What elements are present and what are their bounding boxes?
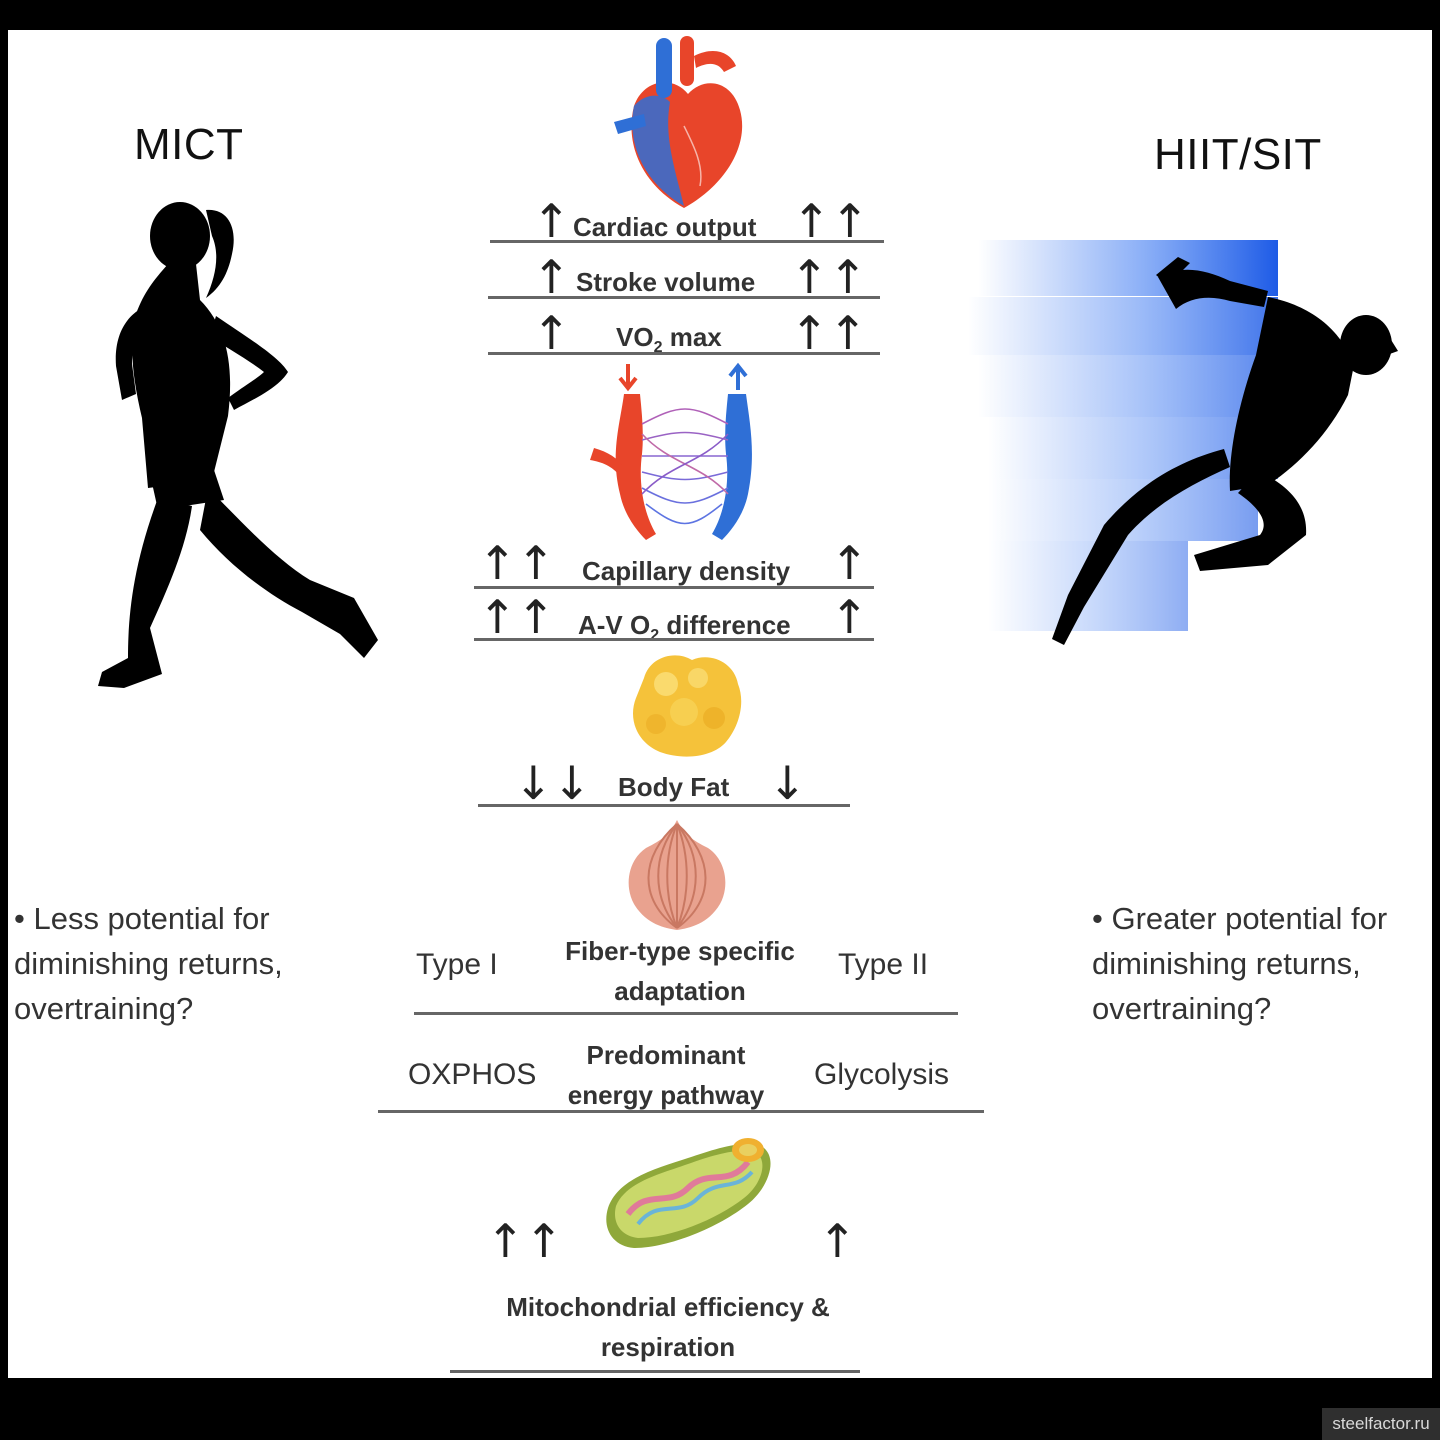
mito-label-line2: respiration [600,1332,736,1362]
hiit-sit-title: HIIT/SIT [1154,130,1322,179]
hiit-note-line2: diminishing returns, [1092,946,1361,981]
row-divider [414,1012,958,1015]
vo2max-label-text: VO [616,322,654,352]
av-o2-left-arrows: ↑↑ [478,590,556,644]
body-fat-right-arrows: ↓ [768,756,807,810]
mict-note-line3: overtraining? [14,991,194,1026]
av-o2-label: A-V O2 difference [578,610,791,645]
mito-right-arrows: ↑ [818,1214,857,1268]
hiit-note: • Greater potential for diminishing retu… [1092,896,1387,1031]
av-o2-label-text: A-V O [578,610,651,640]
body-fat-left-arrows: ↓↓ [514,756,592,810]
av-o2-label-suffix: difference [659,610,791,640]
figure-panel: MICT HIIT/SIT [8,30,1432,1378]
row-divider [488,352,880,355]
type-ii-label: Type II [838,948,929,981]
av-o2-right-arrows: ↑ [830,590,869,644]
capillary-density-right-arrows: ↑ [830,536,869,590]
row-divider [478,804,850,807]
vo2max-label-subscript: 2 [653,339,663,357]
capillary-density-label: Capillary density [582,556,791,586]
stroke-volume-left-arrows: ↑ [532,250,571,304]
stroke-volume-label: Stroke volume [576,267,756,297]
body-fat-label: Body Fat [618,772,730,802]
vo2max-left-arrows: ↑ [532,306,571,360]
mict-note-line1: • Less potential for [14,901,270,936]
hiit-note-line1: • Greater potential for [1092,901,1388,936]
cardiac-output-left-arrows: ↑ [532,194,571,248]
row-divider [378,1110,984,1113]
row-divider [450,1370,860,1373]
row-divider [474,638,874,641]
fiber-type-label-line2: adaptation [614,976,746,1006]
sprinter-icon [968,240,1398,645]
av-o2-label-subscript: 2 [650,627,660,645]
fiber-type-label-line1: Fiber-type specific [565,936,795,966]
cardiac-output-label: Cardiac output [573,212,757,242]
fat-tissue-icon [633,655,742,757]
energy-pathway-label-line1: Predominant [586,1040,746,1070]
capillary-bed-icon [590,362,752,540]
stroke-volume-right-arrows: ↑↑ [790,250,868,304]
vo2max-label-suffix: max [662,322,722,352]
hiit-note-line3: overtraining? [1092,991,1272,1026]
capillary-density-left-arrows: ↑↑ [478,536,556,590]
mito-label-line1: Mitochondrial efficiency & [506,1292,830,1322]
vo2max-label: VO2 max [616,322,722,357]
heart-icon [614,36,743,208]
female-runner-icon [98,202,378,688]
cardiac-output-right-arrows: ↑↑ [792,194,870,248]
oxphos-label: OXPHOS [408,1058,537,1091]
watermark: steelfactor.ru [1322,1408,1440,1440]
row-divider [490,240,884,243]
mitochondrion-icon [606,1138,771,1248]
mict-note-line2: diminishing returns, [14,946,283,981]
mict-note: • Less potential for diminishing returns… [14,896,283,1031]
row-divider [488,296,880,299]
glycolysis-label: Glycolysis [814,1058,950,1091]
energy-pathway-label-line2: energy pathway [567,1080,765,1110]
type-i-label: Type I [416,948,498,981]
mict-title: MICT [134,120,244,169]
mito-left-arrows: ↑↑ [486,1214,564,1268]
row-divider [474,586,874,589]
muscle-icon [628,820,726,930]
vo2max-right-arrows: ↑↑ [790,306,868,360]
